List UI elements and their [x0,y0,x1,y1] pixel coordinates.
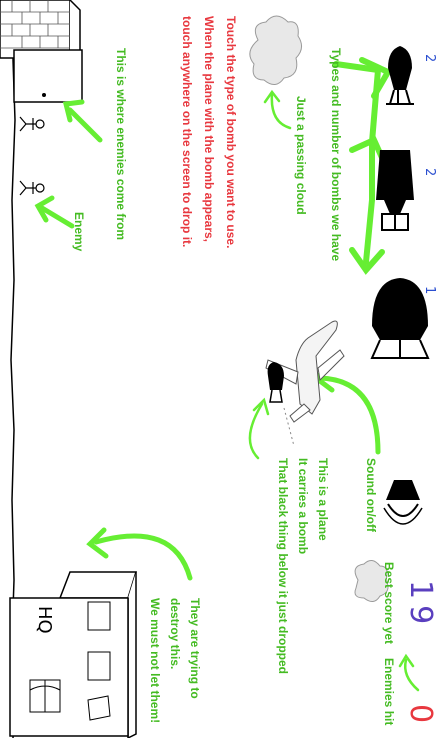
hq-building [9,571,138,738]
label-types-bombs: Types and number of bombs we have [329,48,343,262]
bomb-count-boxy: 2 [422,168,437,177]
label-plane-line-2: It carries a bomb [296,458,310,555]
arrow-plane [312,363,381,455]
enemies-hit-value: 0 [403,704,438,724]
instructions-line-1: Touch the type of bomb you want to use. [224,16,238,249]
enemy-base-building [0,0,83,103]
label-sound: Sound on/off [364,458,378,532]
label-hq-line-3: We must not let them! [148,598,162,724]
hq-sign: HQ [34,606,55,634]
arrow-hq [86,527,193,581]
label-best-score: Best score yet [382,562,396,645]
instructions-line-2: When the plane with the bomb appears, [202,16,216,243]
label-plane-line-3: That black thing below it just dropped [276,458,290,674]
label-enemy: Enemy [72,212,86,252]
label-enemies-hit: Enemies hit [382,658,396,726]
best-score-value: 19 [403,580,438,631]
bomb-type-boxy[interactable] [376,150,414,231]
label-passing-cloud: Just a passing cloud [294,96,308,215]
sound-toggle-icon[interactable] [383,480,423,525]
enemy-figure [19,180,45,196]
small-cloud [354,560,389,602]
arrow-cloud [263,89,292,130]
arrow-enemy-source [62,99,103,143]
label-enemies-come: This is where enemies come from [114,48,128,241]
dropped-bomb [267,362,284,403]
label-hq-line-1: They are trying to [188,598,202,699]
label-plane-line-1: This is a plane [316,458,330,541]
bomb-type-small[interactable] [386,46,414,105]
arrow-best-score [398,653,420,692]
arrow-enemy [34,195,75,229]
bomb-count-small: 2 [422,54,437,63]
arrow-dropped-bomb [248,397,270,460]
cloud [249,15,302,85]
bomb-trail [283,407,295,447]
label-hq-line-2: destroy this. [168,598,182,670]
instructions-line-3: touch anywhere on the screen to drop it. [180,16,194,248]
bomb-count-large: 1 [422,286,437,295]
bomb-type-large[interactable] [370,278,430,359]
enemy-figure-top [19,116,45,132]
